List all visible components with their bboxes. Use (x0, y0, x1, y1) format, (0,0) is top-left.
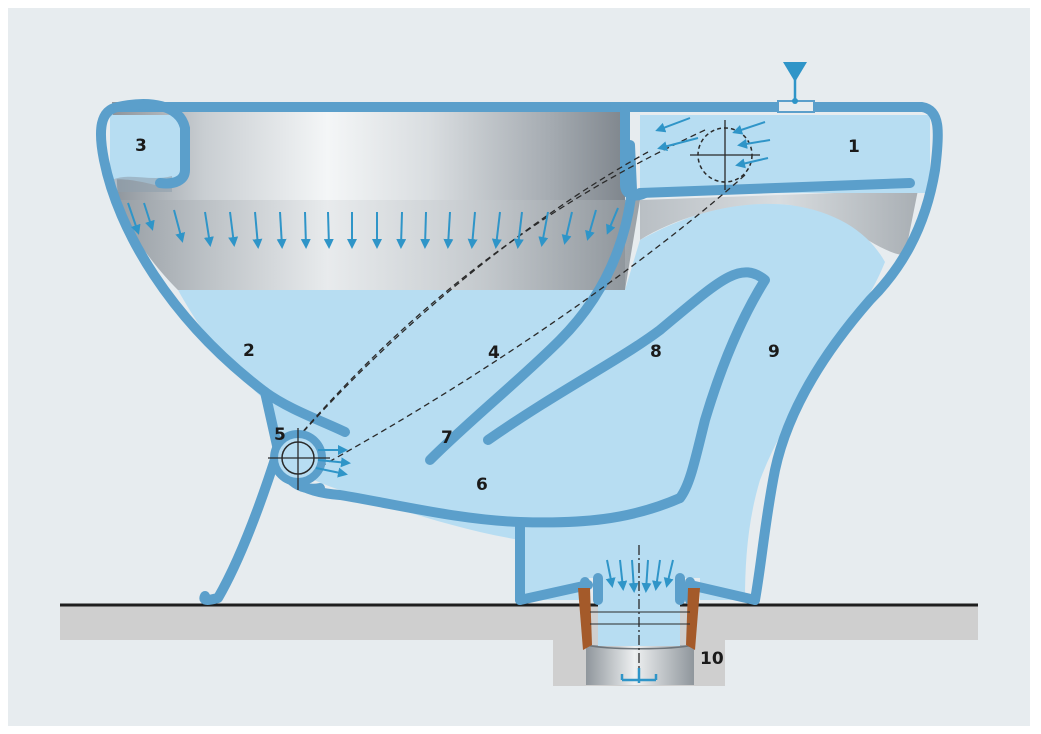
ceramic-body (95, 99, 943, 605)
label-9: 9 (768, 342, 780, 362)
water-inlet-icon (777, 62, 815, 113)
label-4: 4 (488, 343, 500, 363)
jet-hole-crosshair-icon (268, 428, 330, 490)
label-10: 10 (700, 649, 724, 669)
label-7: 7 (441, 428, 453, 448)
rim-flush-arrows (127, 202, 619, 249)
diagram-labels: 1 2 3 4 5 6 7 8 9 10 (135, 136, 860, 669)
jet-arrows (315, 445, 351, 478)
outlet-arrows (605, 559, 674, 593)
label-6: 6 (476, 475, 488, 495)
outlet-centerline (590, 545, 690, 675)
floor-seal (578, 588, 700, 650)
label-2: 2 (243, 341, 255, 361)
label-3: 3 (135, 136, 147, 156)
outlet-marker (620, 668, 658, 683)
tank-inlet-crosshair-icon (690, 120, 760, 190)
tank-flow-arrows (655, 117, 771, 169)
label-8: 8 (650, 342, 662, 362)
label-5: 5 (274, 425, 286, 445)
label-1: 1 (848, 137, 860, 157)
